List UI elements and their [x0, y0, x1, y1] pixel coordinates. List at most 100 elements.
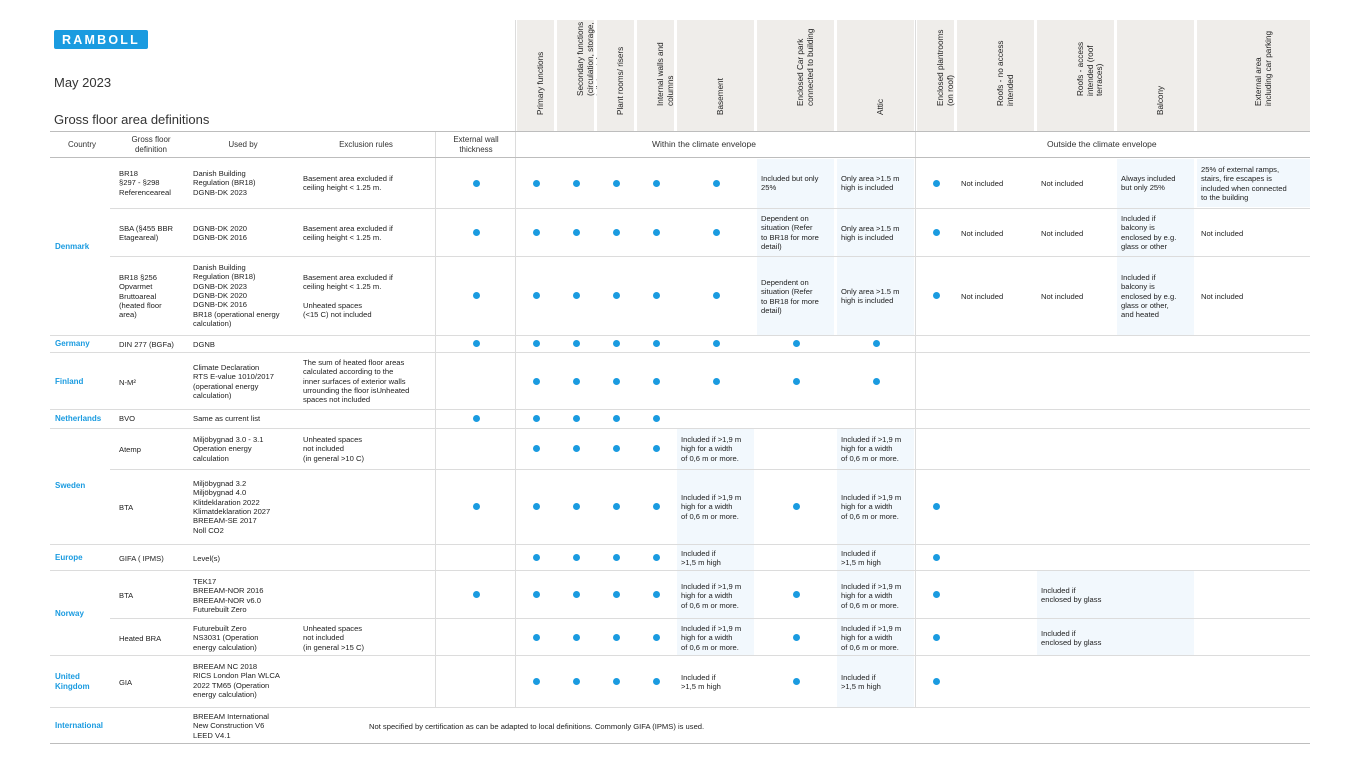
- dot-se1-plant: [613, 445, 620, 452]
- country-finland: Finland: [55, 377, 84, 386]
- dot-de-basement: [713, 340, 720, 347]
- shade-roofs-no: [1037, 571, 1194, 655]
- separator-h6: [50, 428, 1310, 429]
- eu-basement: Included if >1,5 m high: [681, 549, 721, 568]
- group-header-outside: Outside the climate envelope: [1047, 139, 1157, 149]
- uk-attic: Included if >1,5 m high: [841, 673, 881, 692]
- country-international: International: [55, 721, 104, 730]
- dot-uk-secondary: [573, 678, 580, 685]
- column-header-enclosed-plantrooms: Enclosed plantrooms (on roof): [917, 20, 954, 131]
- dot-dk3-plant: [613, 292, 620, 299]
- no1-used-by: TEK17 BREEAM-NOR 2016 BREEAM-NOR v6.0 Fu…: [193, 577, 264, 614]
- dot-fi-secondary: [573, 378, 580, 385]
- dot-se1-secondary: [573, 445, 580, 452]
- group-header-within: Within the climate envelope: [652, 139, 756, 149]
- nl-used-by: Same as current list: [193, 414, 261, 423]
- country-denmark: Denmark: [55, 242, 90, 251]
- dot-no2-secondary: [573, 634, 580, 641]
- column-header-roofs-no-access: Roofs - no access intended: [957, 20, 1034, 131]
- dot-nl-ext-wall: [473, 415, 480, 422]
- dk1-used-by: Danish Building Regulation (BR18) DGNB-D…: [193, 169, 256, 197]
- se1-used-by: Miljöbygnad 3.0 - 3.1 Operation energy c…: [193, 435, 264, 463]
- dk1-external: 25% of external ramps, stairs, fire esca…: [1201, 165, 1287, 202]
- dot-dk2-basement: [713, 229, 720, 236]
- dot-nl-secondary: [573, 415, 580, 422]
- separator-v2: [515, 20, 516, 707]
- shade-carpark-dk: [757, 159, 834, 335]
- separator-h-header2: [50, 157, 1310, 158]
- dot-no2-plant: [613, 634, 620, 641]
- column-header-balcony: Balcony: [1117, 20, 1194, 131]
- column-header-secondary-functions: Secondary functions (circulation, storag…: [557, 20, 604, 131]
- dot-no1-secondary: [573, 591, 580, 598]
- no1-definition: BTA: [119, 591, 134, 600]
- fi-exclusion: The sum of heated floor areas calculated…: [303, 358, 410, 405]
- dot-se2-primary: [533, 503, 540, 510]
- separator-h-bottom: [50, 743, 1310, 744]
- dot-dk2-plant: [613, 229, 620, 236]
- dot-no1-plant: [613, 591, 620, 598]
- header-definition: Gross floor definition: [131, 135, 171, 154]
- dot-eu-secondary: [573, 554, 580, 561]
- dot-uk-plantrooms: [933, 678, 940, 685]
- no2-used-by: Futurebuilt Zero NS3031 (Operation energ…: [193, 624, 259, 652]
- dot-no1-ext-wall: [473, 591, 480, 598]
- dot-uk-plant: [613, 678, 620, 685]
- se1-attic: Included if >1,9 m high for a width of 0…: [841, 435, 902, 463]
- intl-note: Not specified by certification as can be…: [369, 722, 705, 731]
- separator-h12: [50, 707, 1310, 708]
- se2-basement: Included if >1,9 m high for a width of 0…: [681, 493, 742, 521]
- dot-se2-plantrooms: [933, 503, 940, 510]
- dot-dk3-ext-wall: [473, 292, 480, 299]
- header-country: Country: [67, 140, 96, 149]
- dot-fi-walls: [653, 378, 660, 385]
- dk2-attic: Only area >1.5 m high is included: [841, 224, 900, 243]
- no2-definition: Heated BRA: [119, 634, 162, 643]
- dot-se1-primary: [533, 445, 540, 452]
- column-header-roofs-access: Roofs - access intended (roof terraces): [1037, 20, 1114, 131]
- shade-external-dk1: [1197, 159, 1310, 207]
- dot-se2-secondary: [573, 503, 580, 510]
- dot-dk3-secondary: [573, 292, 580, 299]
- column-header-internal-walls: Internal walls and columns: [637, 20, 674, 131]
- dot-uk-primary: [533, 678, 540, 685]
- dot-de-plant: [613, 340, 620, 347]
- separator-v1: [435, 131, 436, 707]
- nl-definition: BVO: [119, 414, 136, 423]
- dot-de-walls: [653, 340, 660, 347]
- dot-dk3-plantrooms: [933, 292, 940, 299]
- header-external-wall: External wall thickness: [453, 135, 499, 154]
- dot-de-carpark: [793, 340, 800, 347]
- dk1-balcony: Always included but only 25%: [1121, 174, 1176, 193]
- dot-no2-plantrooms: [933, 634, 940, 641]
- dk1-roofs-access: Not included: [1041, 179, 1084, 188]
- dot-de-secondary: [573, 340, 580, 347]
- separator-h5: [50, 409, 1310, 410]
- dot-dk1-secondary: [573, 180, 580, 187]
- separator-v3: [915, 20, 916, 707]
- dot-dk3-primary: [533, 292, 540, 299]
- dot-no1-carpark: [793, 591, 800, 598]
- dk1-exclusion: Basement area excluded if ceiling height…: [303, 174, 393, 193]
- se1-exclusion: Unheated spaces not included (in general…: [303, 435, 364, 463]
- fi-definition: N-M²: [119, 378, 136, 387]
- dot-dk1-walls: [653, 180, 660, 187]
- no2-attic: Included if >1,9 m high for a width of 0…: [841, 624, 902, 652]
- de-used-by: DGNB: [193, 340, 215, 349]
- dot-fi-basement: [713, 378, 720, 385]
- se2-used-by: Miljöbygnad 3.2 Miljöbygnad 4.0 Klitdekl…: [193, 479, 271, 535]
- separator-h3: [50, 335, 1310, 336]
- dk2-roofs-no: Not included: [961, 229, 1004, 238]
- dk1-definition: BR18 §297 - §298 Referenceareal: [119, 169, 171, 197]
- country-united-kingdom: United Kingdom: [55, 672, 90, 691]
- separator-h1: [110, 208, 1310, 209]
- dot-no1-primary: [533, 591, 540, 598]
- dot-de-ext-wall: [473, 340, 480, 347]
- dot-nl-primary: [533, 415, 540, 422]
- dk3-car-park: Dependent on situation (Refer to BR18 fo…: [761, 278, 819, 315]
- dk3-balcony: Included if balcony is enclosed by e.g. …: [1121, 273, 1177, 320]
- column-header-plant-rooms: Plant rooms/ risers: [597, 20, 634, 131]
- shade-attic-se-no-uk: [837, 429, 914, 707]
- dot-dk2-primary: [533, 229, 540, 236]
- dot-dk1-primary: [533, 180, 540, 187]
